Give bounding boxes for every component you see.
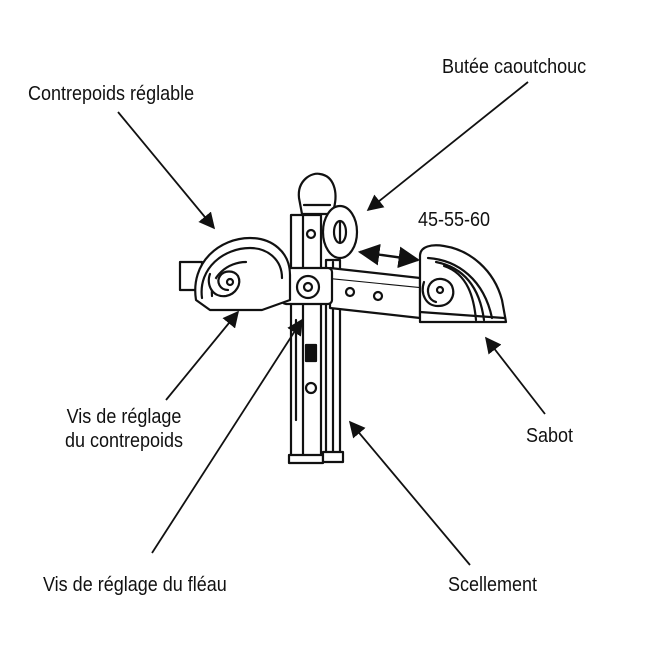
arrow-vis-contrepoids bbox=[165, 310, 240, 401]
label-angles: 45-55-60 bbox=[418, 209, 491, 231]
label-vis-reglage-contrepoids: Vis de réglage du contrepoids bbox=[34, 405, 214, 453]
label-vis-reglage-contrepoids-line1: Vis de réglage bbox=[66, 406, 182, 428]
arrow-butee-caoutchouc bbox=[366, 81, 529, 212]
counterweight bbox=[178, 236, 292, 312]
arrow-scellement bbox=[348, 420, 471, 566]
label-scellement: Scellement bbox=[448, 574, 538, 596]
label-butee-caoutchouc: Butée caoutchouc bbox=[442, 56, 587, 78]
arrow-contrepoids-reglable bbox=[117, 111, 216, 230]
arrow-vis-fleau bbox=[151, 318, 303, 554]
label-vis-reglage-fleau: Vis de réglage du fléau bbox=[43, 574, 227, 596]
stop-mechanism bbox=[178, 172, 508, 465]
rubber-stop bbox=[321, 204, 359, 260]
vertical-post bbox=[287, 213, 325, 465]
label-sabot: Sabot bbox=[526, 425, 574, 447]
beam-arm bbox=[328, 266, 422, 320]
label-contrepoids-reglable: Contrepoids réglable bbox=[28, 83, 195, 105]
arrow-angles bbox=[357, 243, 421, 269]
label-vis-reglage-contrepoids-line2: du contrepoids bbox=[64, 430, 184, 452]
leader-arrows bbox=[117, 81, 546, 566]
pivot-hinge bbox=[280, 266, 334, 306]
post-cap bbox=[297, 172, 337, 216]
arrow-sabot bbox=[485, 336, 546, 415]
shoe bbox=[418, 244, 508, 324]
